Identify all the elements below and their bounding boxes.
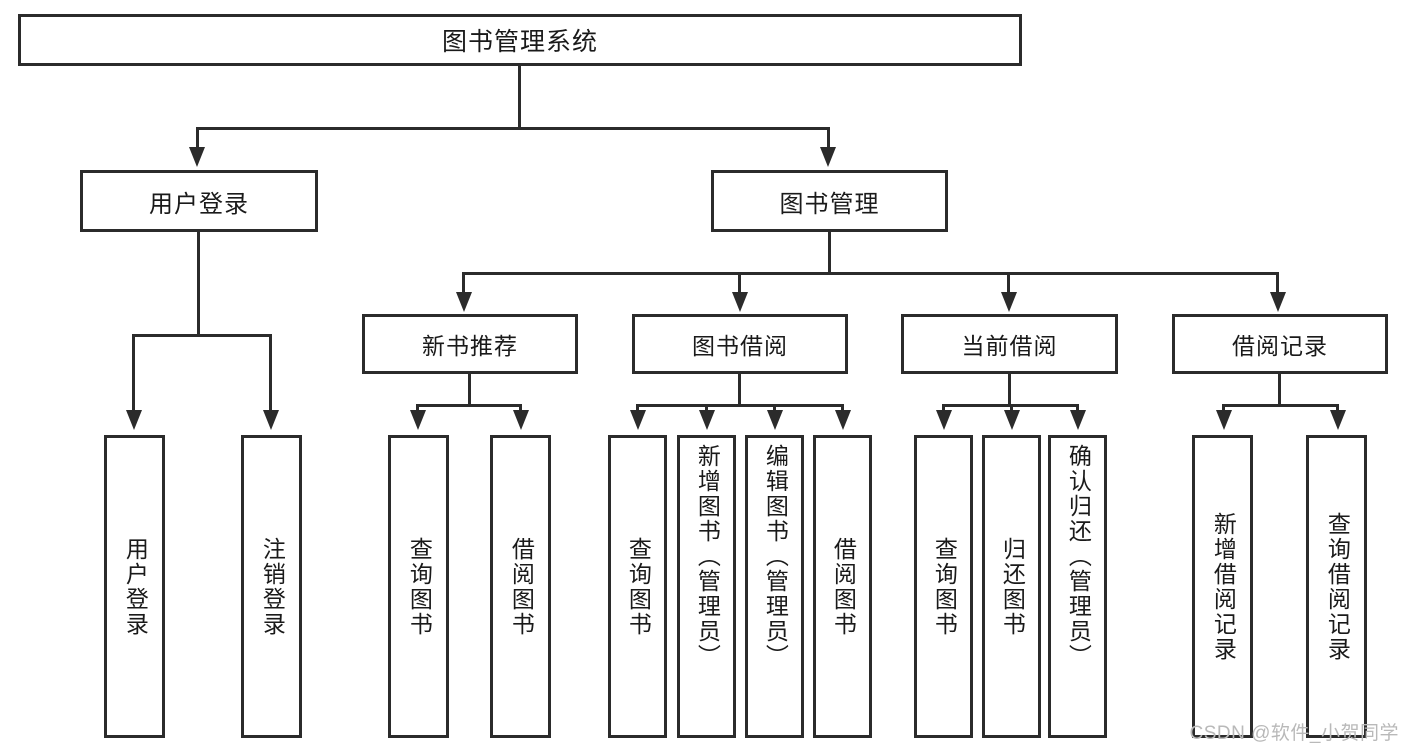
connector-bm-to-borrow-record bbox=[1276, 272, 1279, 294]
arrowhead-book-borrow-to-leaf-1 bbox=[630, 410, 646, 430]
connector-new-book-split-bar bbox=[416, 404, 522, 407]
connector-root-to-book-management bbox=[827, 127, 830, 149]
arrowhead-current-borrow-to-leaf-2 bbox=[1004, 410, 1020, 430]
leaf-query-borrow-record-label: 查询借阅记录 bbox=[1324, 511, 1351, 662]
leaf-borrow-book-recommend[interactable]: 借阅图书 bbox=[490, 435, 551, 738]
connector-root-split-bar bbox=[196, 127, 830, 130]
connector-new-book-stem bbox=[468, 374, 471, 406]
connector-bm-to-book-borrow bbox=[738, 272, 741, 294]
connector-borrow-record-to-leaf-1 bbox=[1222, 404, 1225, 412]
connector-current-borrow-to-leaf-1 bbox=[942, 404, 945, 412]
node-current-borrow-label: 当前借阅 bbox=[961, 333, 1058, 359]
leaf-query-book-borrow-label: 查询图书 bbox=[625, 536, 652, 637]
leaf-query-book-recommend-label: 查询图书 bbox=[406, 536, 433, 637]
connector-root-stem bbox=[518, 66, 521, 127]
leaf-confirm-return-admin-label: 确认归还（管理员） bbox=[1065, 444, 1092, 669]
leaf-borrow-book-label: 借阅图书 bbox=[830, 536, 857, 637]
leaf-add-borrow-record-label: 新增借阅记录 bbox=[1210, 511, 1237, 662]
connector-current-borrow-to-leaf-3 bbox=[1076, 404, 1079, 412]
node-book-management[interactable]: 图书管理 bbox=[711, 170, 948, 232]
connector-user-login-to-leaf-2 bbox=[269, 334, 272, 412]
arrowhead-root-to-user-login bbox=[189, 147, 205, 167]
arrowhead-book-borrow-to-leaf-4 bbox=[835, 410, 851, 430]
node-root-label: 图书管理系统 bbox=[441, 28, 598, 56]
connector-borrow-record-stem bbox=[1278, 374, 1281, 406]
leaf-query-borrow-record[interactable]: 查询借阅记录 bbox=[1306, 435, 1367, 738]
arrowhead-new-book-to-leaf-1 bbox=[410, 410, 426, 430]
leaf-return-book-label: 归还图书 bbox=[999, 536, 1026, 637]
node-root-book-management-system[interactable]: 图书管理系统 bbox=[18, 14, 1022, 66]
node-user-login[interactable]: 用户登录 bbox=[80, 170, 318, 232]
arrowhead-borrow-record-to-leaf-2 bbox=[1330, 410, 1346, 430]
leaf-logout[interactable]: 注销登录 bbox=[241, 435, 302, 738]
arrowhead-bm-to-book-borrow bbox=[732, 292, 748, 312]
arrowhead-user-login-to-leaf-2 bbox=[263, 410, 279, 430]
connector-bm-to-new-book bbox=[462, 272, 465, 294]
leaf-query-book-current[interactable]: 查询图书 bbox=[914, 435, 973, 738]
arrowhead-current-borrow-to-leaf-1 bbox=[936, 410, 952, 430]
connector-user-login-to-leaf-1 bbox=[132, 334, 135, 412]
connector-borrow-record-split-bar bbox=[1222, 404, 1339, 407]
arrowhead-bm-to-new-book bbox=[456, 292, 472, 312]
leaf-query-book-current-label: 查询图书 bbox=[931, 536, 958, 637]
leaf-add-borrow-record[interactable]: 新增借阅记录 bbox=[1192, 435, 1253, 738]
connector-book-borrow-stem bbox=[738, 374, 741, 406]
leaf-add-book-admin-label: 新增图书（管理员） bbox=[694, 444, 721, 669]
arrowhead-borrow-record-to-leaf-1 bbox=[1216, 410, 1232, 430]
arrowhead-bm-to-current-borrow bbox=[1001, 292, 1017, 312]
leaf-logout-label: 注销登录 bbox=[259, 536, 286, 637]
connector-current-borrow-stem bbox=[1008, 374, 1011, 406]
arrowhead-book-borrow-to-leaf-3 bbox=[767, 410, 783, 430]
arrowhead-root-to-book-management bbox=[820, 147, 836, 167]
leaf-user-login-label: 用户登录 bbox=[122, 536, 149, 637]
arrowhead-current-borrow-to-leaf-3 bbox=[1070, 410, 1086, 430]
arrowhead-user-login-to-leaf-1 bbox=[126, 410, 142, 430]
connector-book-borrow-to-leaf-3 bbox=[773, 404, 776, 412]
node-current-borrow[interactable]: 当前借阅 bbox=[901, 314, 1118, 374]
leaf-edit-book-admin-label: 编辑图书（管理员） bbox=[762, 444, 789, 669]
node-borrow-record-label: 借阅记录 bbox=[1232, 333, 1328, 359]
leaf-edit-book-admin[interactable]: 编辑图书（管理员） bbox=[745, 435, 804, 738]
arrowhead-bm-to-borrow-record bbox=[1270, 292, 1286, 312]
csdn-watermark: CSDN @软件_小贺同学 bbox=[1189, 723, 1399, 744]
connector-user-login-split-bar bbox=[132, 334, 269, 337]
connector-book-management-stem bbox=[828, 232, 831, 274]
connector-book-borrow-split-bar bbox=[636, 404, 844, 407]
node-new-book-recommend[interactable]: 新书推荐 bbox=[362, 314, 578, 374]
connector-book-borrow-to-leaf-2 bbox=[705, 404, 708, 412]
connector-book-borrow-to-leaf-1 bbox=[636, 404, 639, 412]
node-book-borrow[interactable]: 图书借阅 bbox=[632, 314, 848, 374]
leaf-add-book-admin[interactable]: 新增图书（管理员） bbox=[677, 435, 736, 738]
leaf-return-book[interactable]: 归还图书 bbox=[982, 435, 1041, 738]
connector-bm-to-current-borrow bbox=[1007, 272, 1010, 294]
arrowhead-book-borrow-to-leaf-2 bbox=[699, 410, 715, 430]
connector-new-book-to-leaf-1 bbox=[416, 404, 419, 412]
connector-book-borrow-to-leaf-4 bbox=[841, 404, 844, 412]
arrowhead-new-book-to-leaf-2 bbox=[513, 410, 529, 430]
node-book-borrow-label: 图书借阅 bbox=[692, 333, 788, 359]
leaf-borrow-book-recommend-label: 借阅图书 bbox=[508, 536, 535, 637]
connector-root-to-user-login bbox=[196, 127, 199, 149]
leaf-confirm-return-admin[interactable]: 确认归还（管理员） bbox=[1048, 435, 1107, 738]
node-new-book-recommend-label: 新书推荐 bbox=[422, 333, 518, 359]
connector-borrow-record-to-leaf-2 bbox=[1336, 404, 1339, 412]
connector-user-login-stem bbox=[197, 232, 200, 336]
connector-current-borrow-to-leaf-2 bbox=[1010, 404, 1013, 412]
node-borrow-record[interactable]: 借阅记录 bbox=[1172, 314, 1388, 374]
connector-book-management-split-bar bbox=[462, 272, 1279, 275]
node-user-login-label: 用户登录 bbox=[149, 190, 249, 218]
leaf-query-book-recommend[interactable]: 查询图书 bbox=[388, 435, 449, 738]
leaf-query-book-borrow[interactable]: 查询图书 bbox=[608, 435, 667, 738]
node-book-management-label: 图书管理 bbox=[779, 190, 880, 218]
leaf-user-login[interactable]: 用户登录 bbox=[104, 435, 165, 738]
leaf-borrow-book[interactable]: 借阅图书 bbox=[813, 435, 872, 738]
connector-new-book-to-leaf-2 bbox=[519, 404, 522, 412]
